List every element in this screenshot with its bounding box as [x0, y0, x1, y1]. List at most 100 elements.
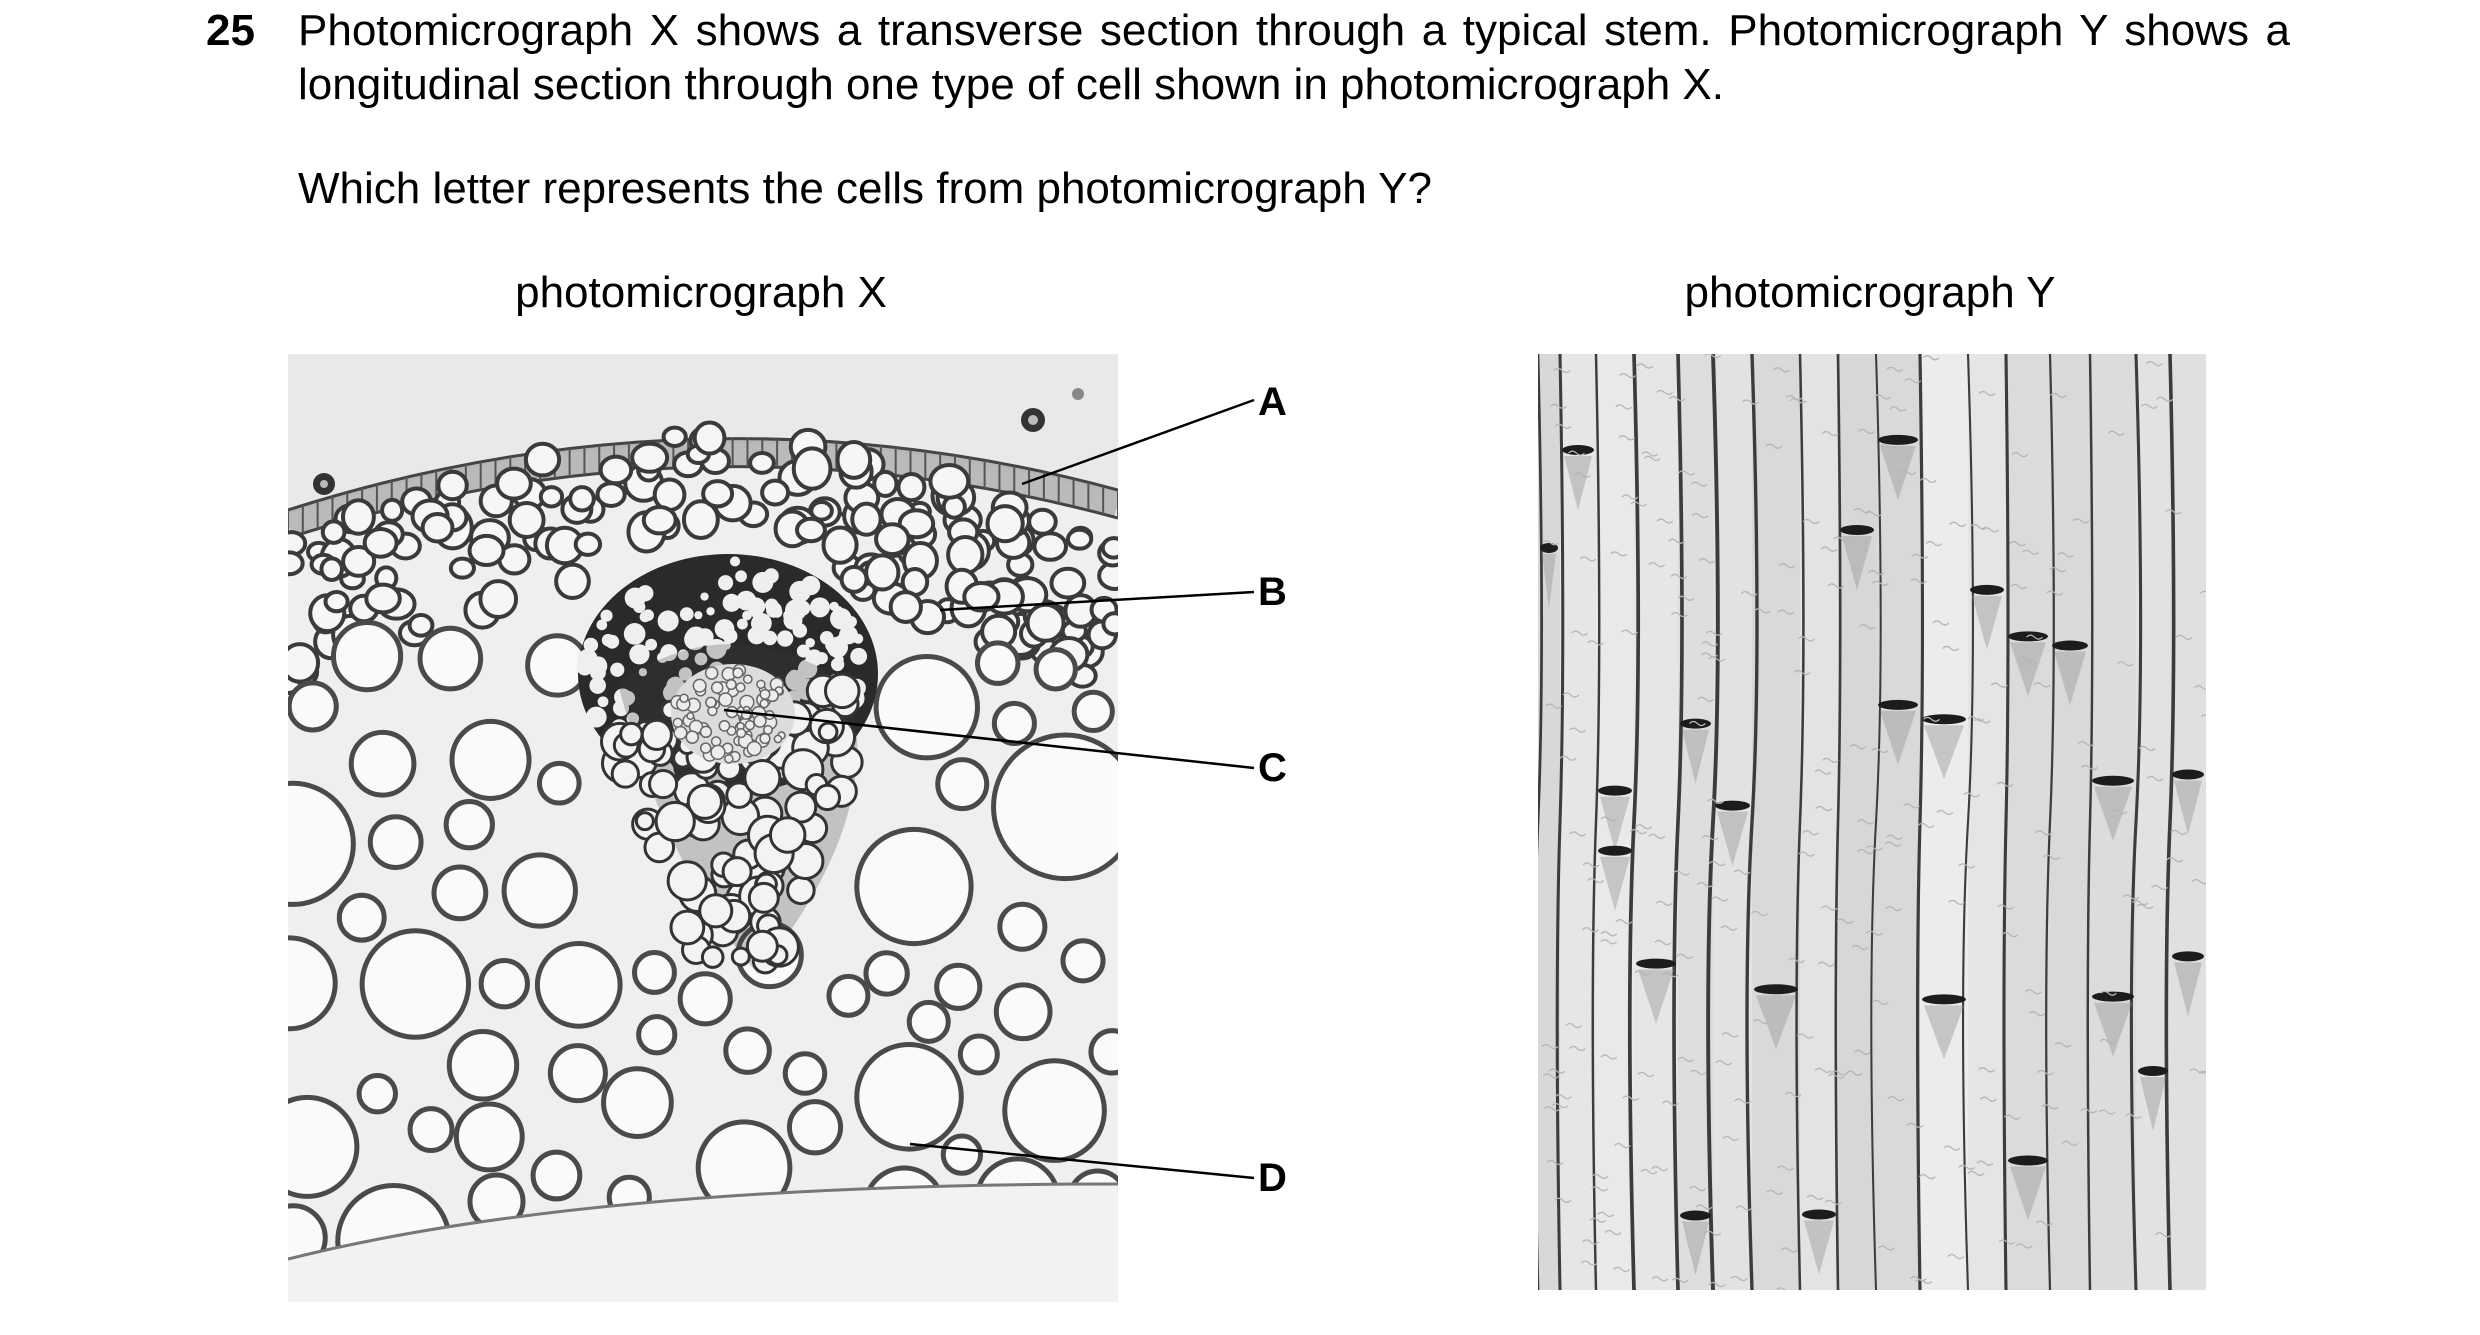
- parenchyma-cell: [417, 625, 484, 692]
- speckle: [1554, 423, 1572, 429]
- plate-shadow: [2010, 642, 2046, 697]
- speckle: [1670, 612, 1688, 618]
- speckle: [1976, 1160, 1994, 1166]
- cortex-cell: [595, 481, 627, 508]
- cortex-cell: [1100, 536, 1118, 560]
- speckle: [1668, 538, 1685, 544]
- speckle: [1656, 389, 1674, 396]
- speckle: [1708, 860, 1726, 867]
- speckle: [1918, 1174, 1936, 1180]
- parenchyma-cell: [288, 680, 339, 733]
- speckle: [1822, 757, 1839, 763]
- sieve-plate: [1754, 984, 1798, 995]
- speckle: [1643, 455, 1661, 461]
- parenchyma-cell: [367, 814, 424, 870]
- sieve-plate: [1840, 524, 1874, 535]
- speckle: [2057, 552, 2075, 558]
- speckle: [2041, 1104, 2059, 1110]
- phloem-cell: [759, 732, 771, 745]
- speckle: [1553, 367, 1571, 374]
- speckle: [2138, 745, 2156, 752]
- photomicrograph-x-caption: photomicrograph X: [515, 268, 887, 317]
- phloem-cell: [699, 742, 712, 754]
- speckle: [1780, 1247, 1798, 1253]
- bundle-cell: [817, 721, 839, 743]
- speckle: [1906, 1122, 1924, 1128]
- sieve-plate: [1922, 994, 1966, 1005]
- parenchyma-cell: [536, 760, 582, 806]
- plate-shadow: [2054, 651, 2086, 706]
- plate-shadow: [2140, 1076, 2166, 1131]
- phloem-cell: [756, 679, 766, 690]
- speckle: [1733, 869, 1751, 875]
- parenchyma-cell: [906, 999, 951, 1044]
- plate-shadow: [2174, 780, 2202, 835]
- sclerenchyma-pore: [785, 670, 806, 691]
- cortex-cell: [478, 579, 519, 619]
- speckle: [1978, 390, 1996, 397]
- tube-shade: [1838, 354, 1876, 1290]
- speckle: [1690, 481, 1708, 487]
- speckle: [1591, 1173, 1609, 1179]
- phloem-cell: [724, 754, 734, 764]
- speckle: [1689, 1069, 1707, 1075]
- phloem-cell: [710, 736, 722, 747]
- speckle: [2019, 659, 2036, 666]
- speckle: [1886, 834, 1903, 840]
- cortex-cell: [795, 516, 827, 544]
- parenchyma-cell: [601, 1066, 674, 1139]
- speckle: [1579, 556, 1597, 562]
- speckle: [2022, 549, 2040, 555]
- speckle: [2122, 894, 2140, 900]
- cortex-cell: [692, 420, 727, 456]
- speckle: [1857, 819, 1875, 825]
- parenchyma-cell: [991, 732, 1118, 882]
- sieve-plate: [2172, 769, 2204, 780]
- tube-shade: [1752, 354, 1800, 1290]
- speckle: [1796, 1033, 1814, 1039]
- bundle-cell: [743, 759, 782, 798]
- speckle: [1591, 1186, 1609, 1192]
- speckle: [1787, 957, 1805, 964]
- parenchyma-cell: [957, 1033, 1000, 1076]
- speckle: [1571, 630, 1589, 636]
- speckle: [1551, 1103, 1569, 1109]
- plate-shadow: [2010, 1166, 2046, 1221]
- speckle: [1600, 931, 1618, 937]
- phloem-cell: [725, 679, 737, 691]
- speckle: [1715, 1060, 1733, 1066]
- speckle: [1668, 396, 1686, 402]
- parenchyma-cell: [547, 1043, 608, 1104]
- speckle: [2199, 590, 2206, 594]
- speckle: [1766, 1189, 1784, 1195]
- speckle: [1559, 755, 1577, 761]
- bundle-cell: [634, 811, 655, 832]
- cortex-cell: [791, 446, 833, 491]
- phloem-cell: [762, 724, 773, 735]
- sieve-plate: [2172, 951, 2204, 962]
- speckle: [1735, 1205, 1753, 1211]
- speckle: [1689, 1185, 1707, 1192]
- speckle: [2017, 656, 2035, 662]
- speckle: [1922, 355, 1940, 361]
- speckle: [2165, 509, 2182, 515]
- parenchyma-cell: [288, 1094, 360, 1199]
- speckle: [1909, 1276, 1927, 1282]
- speckle: [1909, 578, 1927, 584]
- speckle: [1824, 1199, 1842, 1205]
- speckle: [1635, 824, 1653, 830]
- speckle: [1550, 403, 1567, 409]
- speckle: [1661, 971, 1679, 978]
- sclerenchyma-pore: [583, 637, 599, 653]
- speckle: [1998, 1239, 2016, 1245]
- bundle-cell: [700, 945, 725, 969]
- speckle: [2170, 829, 2188, 835]
- label-b: B: [1258, 570, 1287, 614]
- phloem-cell: [735, 682, 746, 693]
- speckle: [2035, 830, 2052, 836]
- speckle: [1903, 803, 1920, 809]
- bundle-cell: [745, 929, 779, 963]
- parenchyma-cell: [431, 864, 489, 922]
- speckle: [1721, 1032, 1739, 1038]
- speckle: [1670, 573, 1688, 579]
